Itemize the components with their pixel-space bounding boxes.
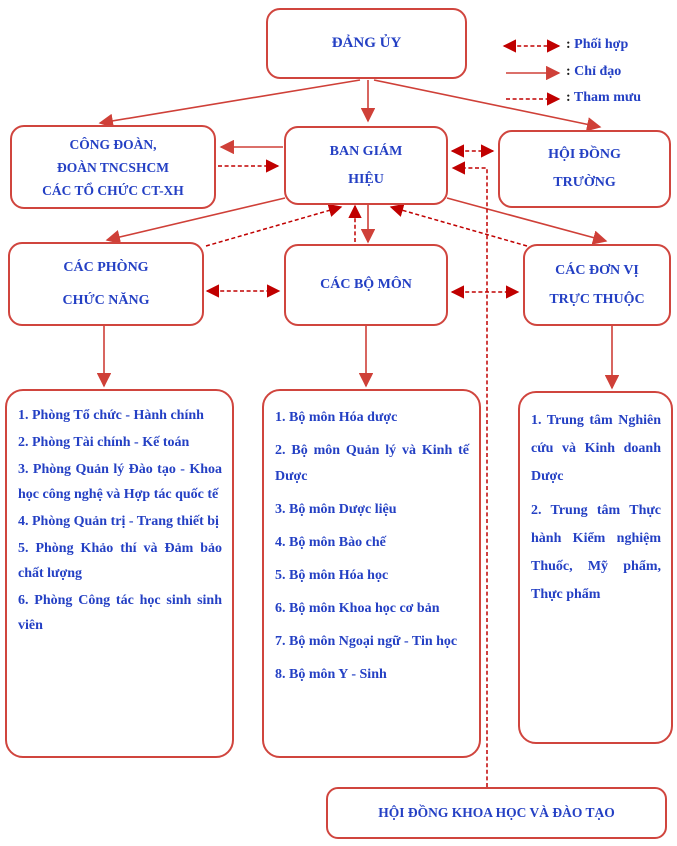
- node-cong-doan: CÔNG ĐOÀN, ĐOÀN TNCSHCM CÁC TỔ CHỨC CT-XH: [10, 125, 216, 209]
- node-label: HỘI ĐỒNG KHOA HỌC VÀ ĐÀO TẠO: [378, 805, 615, 820]
- connector-cacdonvi-bgh-thammuu: [389, 203, 528, 247]
- list-item: 6. Bộ môn Khoa học cơ bản: [275, 601, 440, 616]
- list-item: 1. Phòng Tổ chức - Hành chính: [18, 408, 204, 423]
- legend-label: Phối hợp: [574, 37, 629, 52]
- node-cac-don-vi-truc-thuoc: CÁC ĐƠN VỊ TRỰC THUỘC: [523, 244, 671, 326]
- legend-colon: :: [566, 90, 571, 105]
- legend-colon: :: [566, 64, 571, 79]
- node-label-line: CÁC PHÒNG: [63, 260, 149, 275]
- node-label-line: TRỰC THUỘC: [549, 292, 645, 307]
- list-item: 2. Trung tâm Thực hành Kiểm nghiệm Thuốc…: [531, 503, 661, 602]
- node-hoi-dong-truong: HỘI ĐỒNG TRƯỜNG: [498, 130, 671, 208]
- list-item: 8. Bộ môn Y - Sinh: [275, 667, 387, 682]
- list-item: 1. Trung tâm Nghiên cứu và Kinh doanh Dư…: [531, 413, 661, 484]
- list-item: 2. Phòng Tài chính - Kế toán: [18, 435, 190, 450]
- list-item: 4. Phòng Quản trị - Trang thiết bị: [18, 514, 219, 529]
- node-label-line: CHỨC NĂNG: [62, 293, 150, 308]
- node-label-line: BAN GIÁM: [329, 143, 403, 159]
- node-label: CÁC BỘ MÔN: [320, 277, 412, 292]
- node-ban-giam-hieu: BAN GIÁM HIỆU: [284, 126, 448, 205]
- legend-item-chi-dao: : Chỉ đạo: [566, 64, 621, 82]
- node-label-line: HỘI ĐỒNG: [548, 147, 621, 162]
- legend-label: Chỉ đạo: [574, 64, 622, 79]
- node-label-line: CÁC ĐƠN VỊ: [555, 263, 639, 278]
- list-item: 3. Bộ môn Dược liệu: [275, 502, 397, 517]
- node-label-line: CÁC TỔ CHỨC CT-XH: [42, 182, 184, 198]
- list-item: 7. Bộ môn Ngoại ngữ - Tin học: [275, 634, 458, 649]
- legend-label: Tham mưu: [573, 90, 642, 105]
- list-item: 6. Phòng Công tác học sinh sinh viên: [18, 593, 222, 633]
- node-label-line: TRƯỜNG: [553, 175, 616, 190]
- legend-item-tham-muu: : Tham mưu: [566, 90, 641, 108]
- list-item: 1. Bộ môn Hóa dược: [275, 410, 398, 425]
- node-hoi-dong-khoa-hoc-dao-tao: HỘI ĐỒNG KHOA HỌC VÀ ĐÀO TẠO: [326, 787, 667, 839]
- legend-colon: :: [566, 37, 571, 52]
- node-cac-phong-chuc-nang: CÁC PHÒNG CHỨC NĂNG: [8, 242, 204, 326]
- list-item: 2. Bộ môn Quản lý và Kinh tế Dược: [275, 443, 469, 484]
- list-item: 4. Bộ môn Bào chế: [275, 535, 386, 550]
- connector-danguy-congdoan: [98, 79, 361, 128]
- node-label-line: CÔNG ĐOÀN,: [69, 136, 157, 152]
- list-don-vi-truc-thuoc: 1. Trung tâm Nghiên cứu và Kinh doanh Dư…: [518, 391, 673, 744]
- legend-item-phoi-hop: : Phối hợp: [566, 37, 628, 55]
- node-dang-uy: ĐẢNG ỦY: [266, 8, 467, 79]
- node-label: ĐẢNG ỦY: [331, 35, 402, 51]
- node-label-line: HIỆU: [348, 171, 384, 187]
- list-item: 3. Phòng Quản lý Đào tạo - Khoa học công…: [18, 462, 222, 502]
- list-item: 5. Bộ môn Hóa học: [275, 568, 389, 583]
- connector-cacphong-bgh-thammuu: [205, 203, 343, 247]
- node-cac-bo-mon: CÁC BỘ MÔN: [284, 244, 448, 326]
- list-bo-mon: 1. Bộ môn Hóa dược 2. Bộ môn Quản lý và K…: [262, 389, 481, 758]
- list-item: 5. Phòng Khảo thí và Đảm bảo chất lượng: [18, 541, 222, 581]
- node-label-line: ĐOÀN TNCSHCM: [57, 159, 169, 175]
- list-phong-chuc-nang: 1. Phòng Tổ chức - Hành chính 2. Phòng Tà…: [5, 389, 234, 758]
